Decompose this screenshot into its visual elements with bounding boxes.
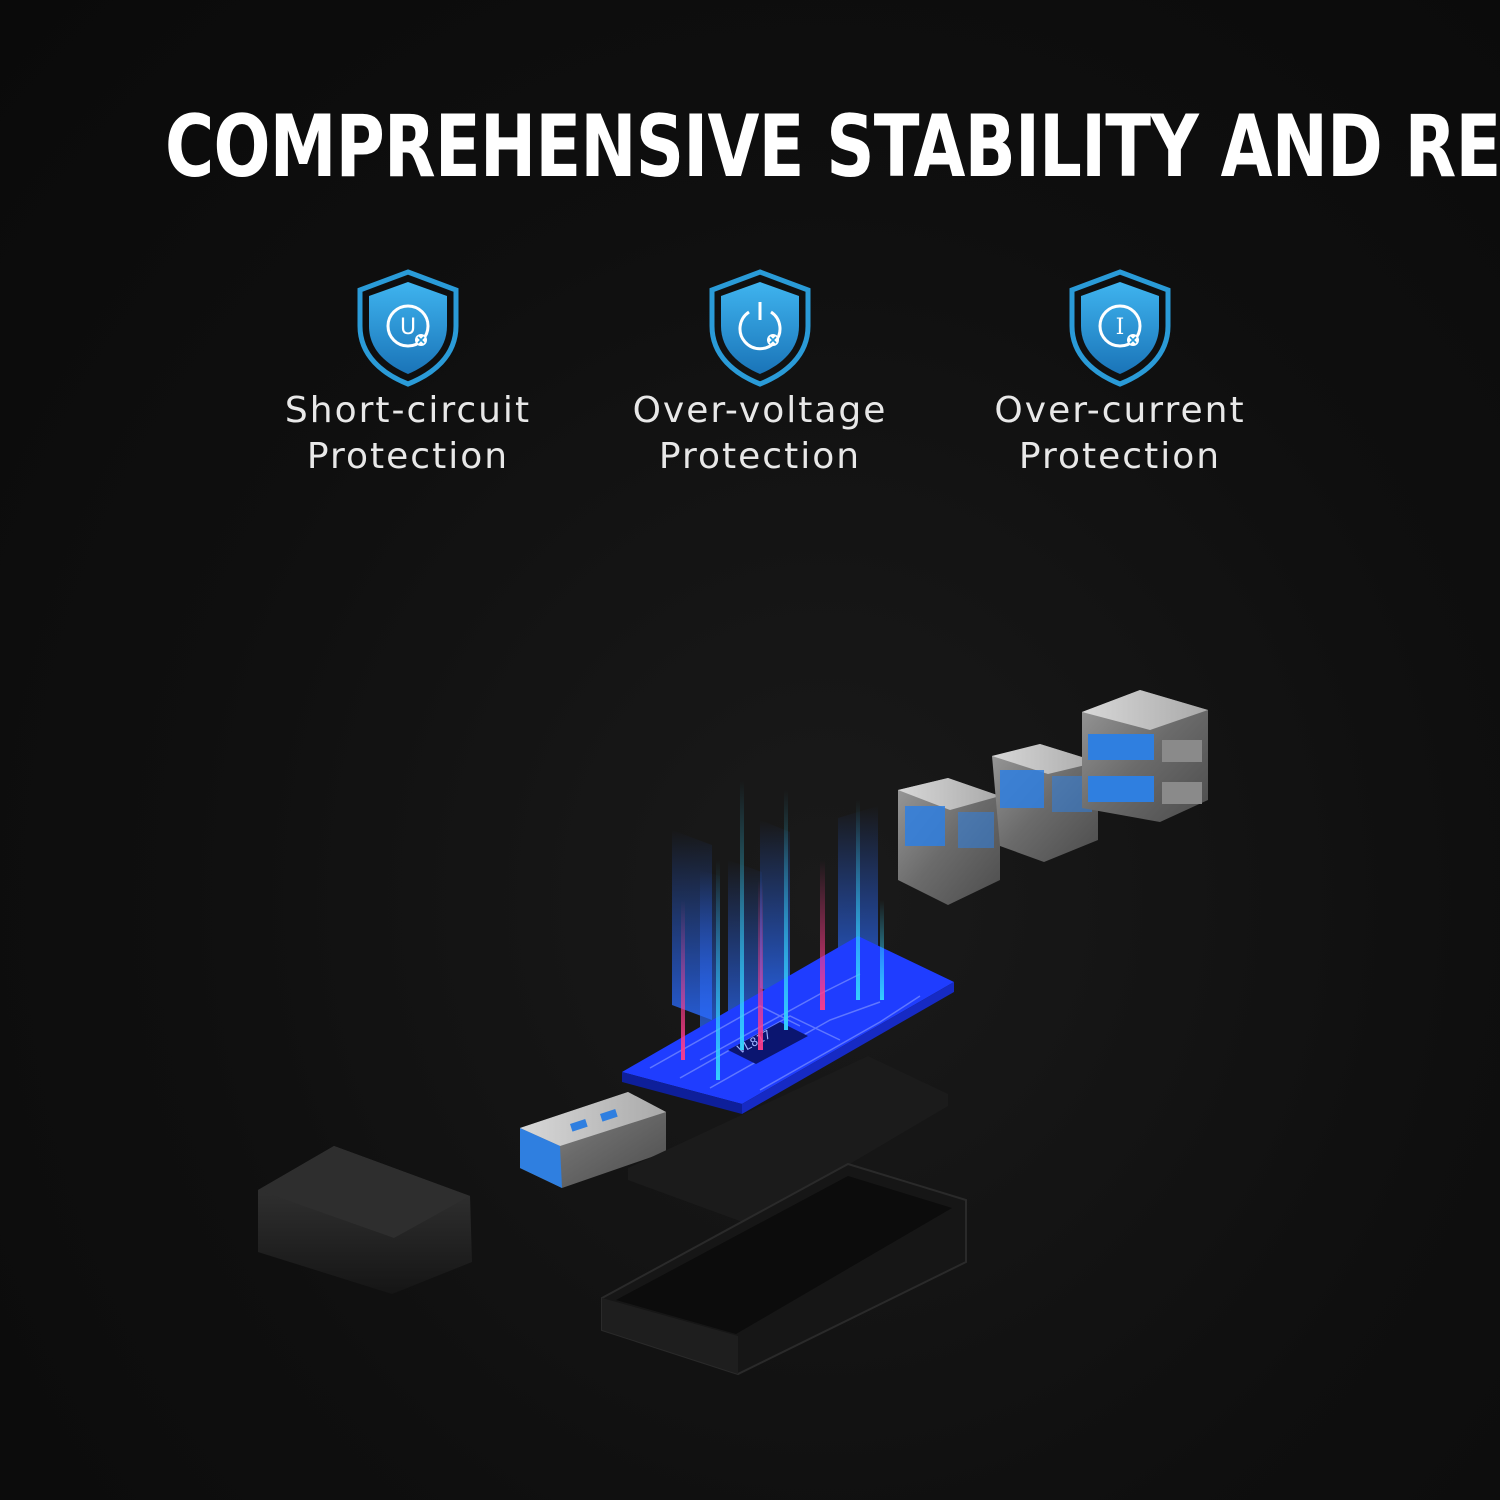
feature-title-line1: Over-voltage xyxy=(632,390,888,431)
feature-title-line2: Protection xyxy=(306,436,510,477)
usb-port-1 xyxy=(898,778,1000,905)
shield-i-icon: I xyxy=(1065,268,1175,388)
usb-plug xyxy=(520,1092,666,1188)
shield-glyph: I xyxy=(1116,315,1125,340)
headline: COMPREHENSIVE STABILITY AND RELIABILITY xyxy=(165,97,1500,197)
shield-u-icon: U xyxy=(353,268,463,388)
feature-over-voltage: Over-voltage Protection xyxy=(600,268,920,480)
feature-title-line1: Short-circuit xyxy=(284,390,532,431)
feature-title-line2: Protection xyxy=(658,436,862,477)
feature-title-line1: Over-current xyxy=(994,390,1246,431)
feature-over-current: I Over-current Protection xyxy=(960,268,1280,480)
feature-short-circuit: U Short-circuit Protection xyxy=(248,268,568,480)
end-cap xyxy=(258,1146,472,1294)
feature-title-line2: Protection xyxy=(1018,436,1222,477)
usb-port-2 xyxy=(992,744,1098,862)
thermal-pad xyxy=(628,1056,948,1224)
housing-bottom xyxy=(601,1162,967,1376)
shield-glyph: U xyxy=(400,315,416,340)
usb-port-stacked xyxy=(1082,690,1208,822)
light-beams xyxy=(681,780,884,1080)
shield-power-icon xyxy=(705,268,815,388)
